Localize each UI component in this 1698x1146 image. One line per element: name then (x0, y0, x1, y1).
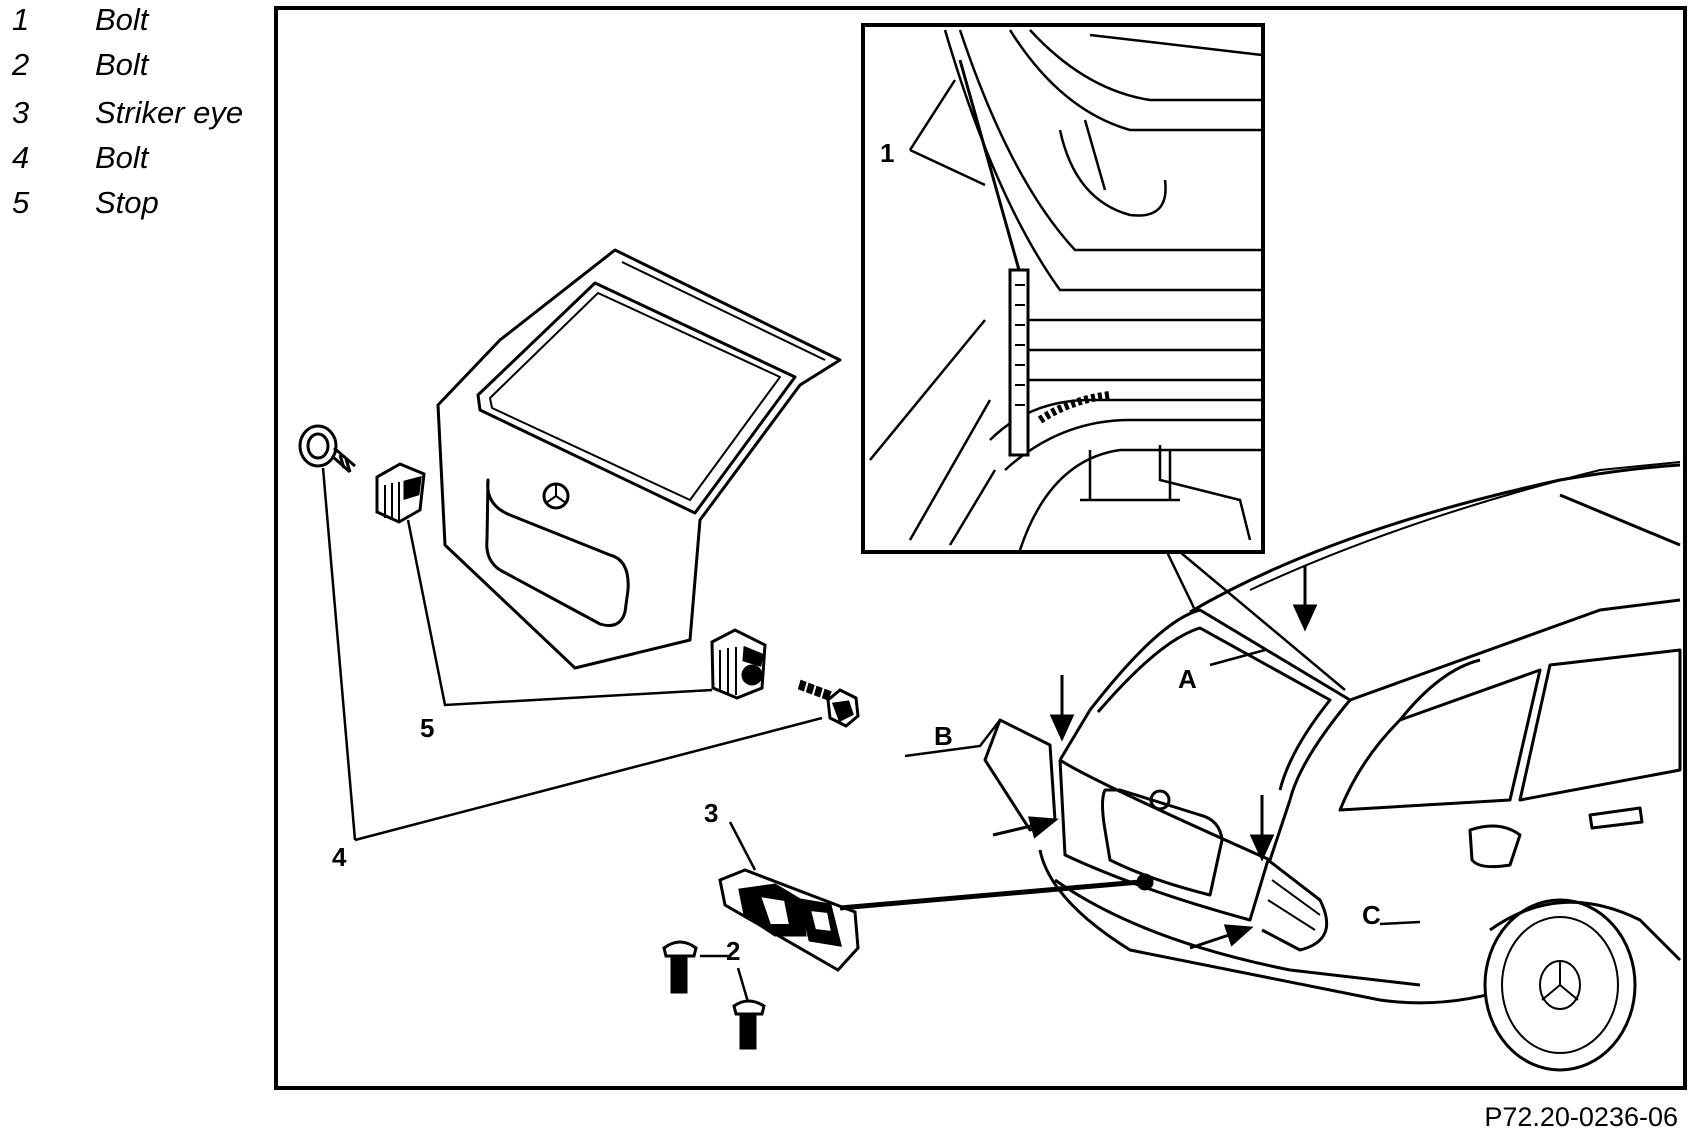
legend-number: 1 (12, 2, 30, 37)
gas-strut-icon (1008, 268, 1030, 457)
figure-reference-code: P72.20-0236-06 (1484, 1102, 1678, 1132)
callout-4: 4 (332, 842, 347, 872)
legend-label: Bolt (95, 47, 149, 82)
callout-3: 3 (704, 798, 718, 828)
callout-1: 1 (880, 138, 894, 168)
bolt-right-icon (795, 677, 860, 728)
legend-number: 4 (12, 140, 30, 175)
stop-lower-icon (710, 628, 767, 700)
striker-eye-icon (718, 868, 860, 972)
bolt-lower-1-icon (662, 940, 698, 994)
legend-number: 3 (12, 95, 30, 130)
bolt-lower-2-icon (732, 999, 766, 1050)
callout-5: 5 (420, 713, 434, 743)
stop-upper-icon (375, 462, 426, 524)
legend-label: Bolt (95, 140, 149, 175)
callout-c: C (1362, 900, 1381, 930)
callout-a: A (1178, 664, 1197, 694)
legend-label: Stop (95, 185, 159, 220)
bolt-upper-left-icon (298, 424, 356, 474)
tailgate-panel (436, 248, 842, 670)
legend-number: 5 (12, 185, 30, 220)
legend-number: 2 (12, 47, 30, 82)
direction-arrows (839, 565, 1318, 950)
inset-detail (861, 23, 1265, 554)
leader-lines (321, 467, 823, 1003)
legend-label: Bolt (95, 2, 149, 37)
callout-2: 2 (726, 936, 740, 966)
callout-leaders (904, 551, 1421, 926)
callout-b: B (934, 721, 953, 751)
diagram-frame (274, 6, 1687, 1090)
legend-label: Striker eye (95, 95, 244, 130)
